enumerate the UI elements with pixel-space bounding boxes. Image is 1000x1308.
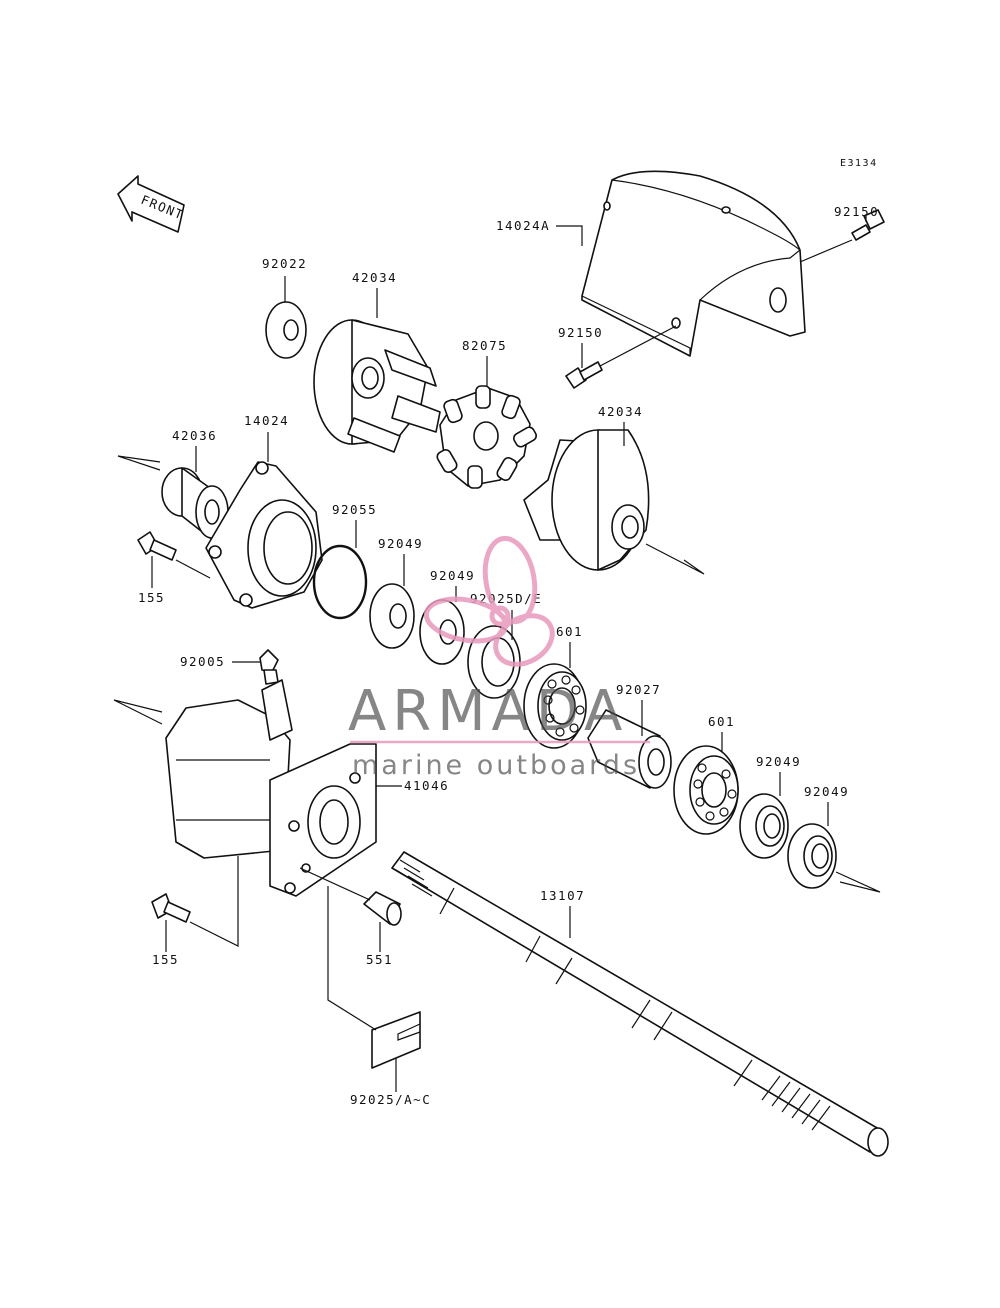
label-92049-a: 92049: [378, 536, 423, 551]
shaft-13107: [391, 851, 889, 1157]
bolt-155-lower: [151, 893, 191, 923]
label-92025ac: 92025/A~C: [350, 1092, 431, 1107]
bearing-601-a: [523, 663, 587, 749]
bolt-92150-upper: [851, 209, 885, 241]
diagram-code: E3134: [840, 158, 878, 169]
shim-92025ac: [371, 1011, 421, 1069]
label-92049-d: 92049: [804, 784, 849, 799]
dowel-551: [363, 891, 402, 926]
label-92150-upper: 92150: [834, 204, 879, 219]
label-14024: 14024: [244, 413, 289, 428]
label-13107: 13107: [540, 888, 585, 903]
seal-92049-c: [739, 793, 789, 859]
label-82075: 82075: [462, 338, 507, 353]
label-42036: 42036: [172, 428, 217, 443]
label-92005: 92005: [180, 654, 225, 669]
label-14024a: 14024A: [496, 218, 550, 233]
label-41046: 41046: [404, 778, 449, 793]
label-92150-middle: 92150: [558, 325, 603, 340]
front-arrow-icon: FRONT: [117, 175, 186, 233]
label-92049-b: 92049: [430, 568, 475, 583]
label-42034-upper: 42034: [352, 270, 397, 285]
housing-41046: [165, 679, 377, 897]
seal-92049-a: [369, 583, 415, 649]
label-92027: 92027: [616, 682, 661, 697]
label-551: 551: [366, 952, 393, 967]
coupling-42034-lower: [523, 429, 650, 571]
label-155-lower: 155: [152, 952, 179, 967]
label-92022: 92022: [262, 256, 307, 271]
watermark-brand: ARMADA: [348, 679, 628, 744]
label-155-upper: 155: [138, 590, 165, 605]
grease-nipple-92005: [259, 649, 279, 685]
housing-14024: [205, 461, 323, 609]
damper-82075: [436, 385, 537, 489]
bearing-601-b: [673, 745, 739, 835]
label-601-a: 601: [556, 624, 583, 639]
label-92049-c: 92049: [756, 754, 801, 769]
bolt-155-upper: [137, 531, 177, 561]
label-92055: 92055: [332, 502, 377, 517]
washer-92022: [265, 301, 307, 359]
watermark-tagline: marine outboards: [352, 750, 640, 781]
o-ring-92055: [312, 544, 368, 620]
bolt-92150-middle: [565, 361, 603, 389]
label-601-b: 601: [708, 714, 735, 729]
watermark: ARMADA marine outboards: [348, 535, 650, 781]
cover-14024a: [581, 170, 806, 357]
propeller-logo-icon: [423, 535, 555, 667]
shim-92025de: [467, 625, 521, 699]
label-42034-lower: 42034: [598, 404, 643, 419]
coupling-42034-upper: [313, 319, 441, 453]
seal-92049-d: [787, 823, 837, 889]
